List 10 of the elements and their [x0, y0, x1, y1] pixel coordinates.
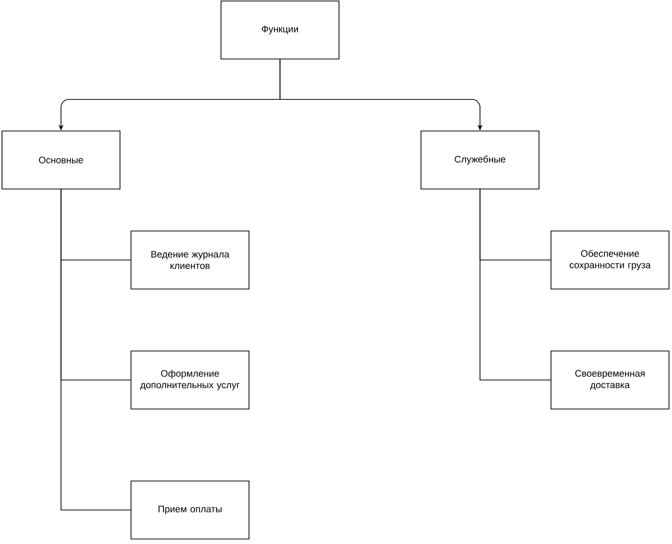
- box: Функции: [220, 0, 340, 60]
- box: Оформление дополнительных услуг: [130, 350, 250, 410]
- box: Своевременная доставка: [550, 350, 670, 410]
- connector: [480, 189, 551, 380]
- connector: [60, 189, 131, 510]
- box: Обеспечение сохранности груза: [550, 230, 670, 290]
- box: Ведение журнала клиентов: [130, 230, 250, 290]
- box: Основные: [2, 130, 120, 190]
- box: Прием оплаты: [130, 480, 250, 540]
- box: Служебные: [420, 130, 540, 190]
